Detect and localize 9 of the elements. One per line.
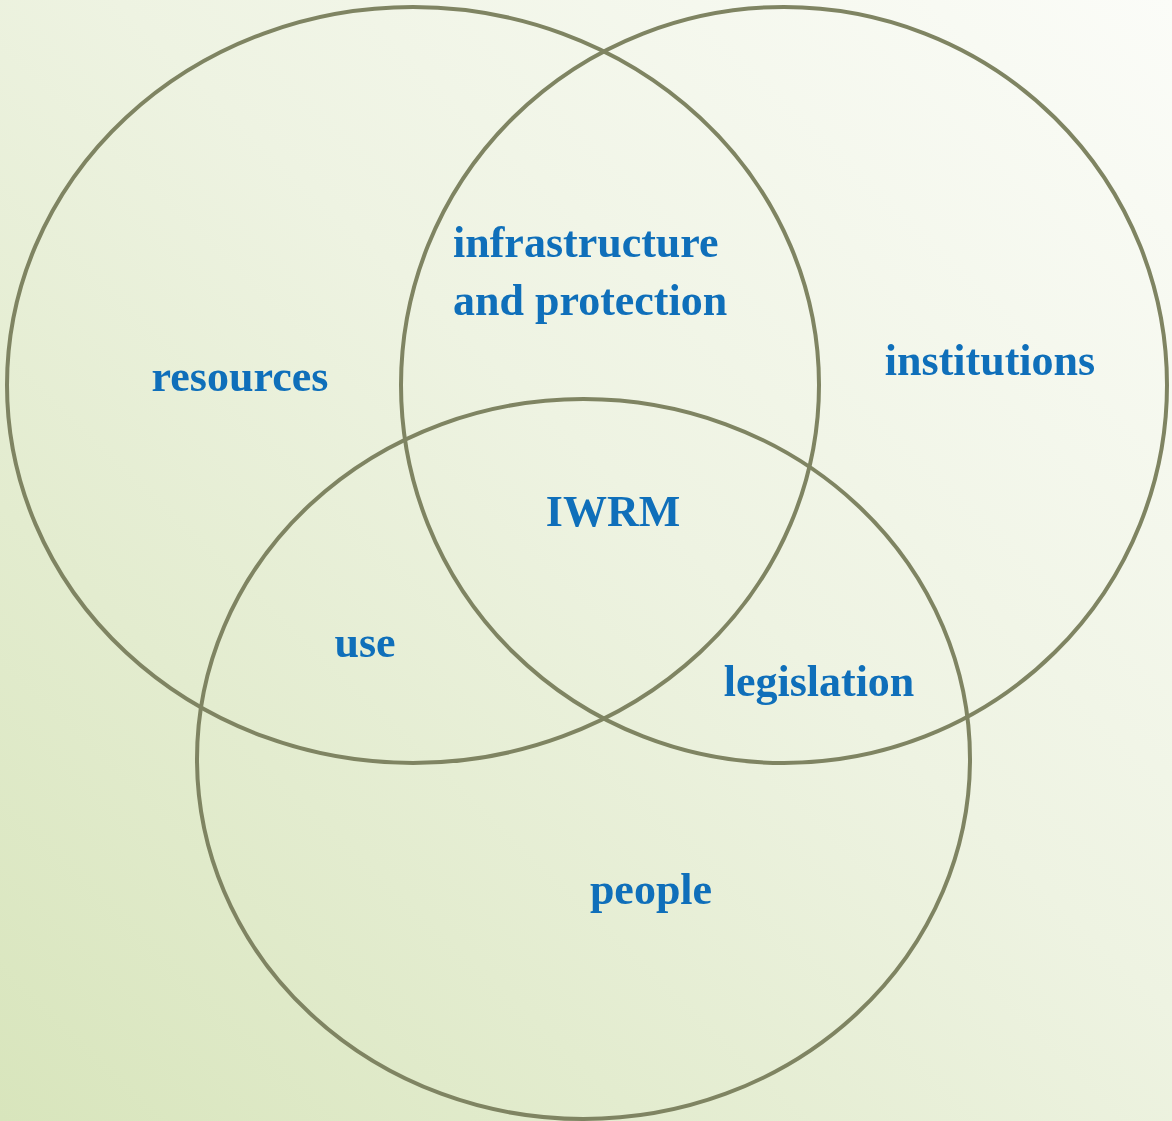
overlap-label: IWRM	[545, 486, 681, 538]
overlap-label: infrastructure and protection	[453, 217, 729, 327]
overlap-label: legislation	[723, 656, 915, 708]
overlap-label: use	[334, 617, 396, 669]
venn-circle	[399, 5, 1169, 765]
venn-circle	[195, 397, 972, 1121]
circle-label: resources	[151, 351, 329, 403]
circle-label: people	[589, 864, 713, 916]
circle-label: institutions	[884, 335, 1096, 387]
